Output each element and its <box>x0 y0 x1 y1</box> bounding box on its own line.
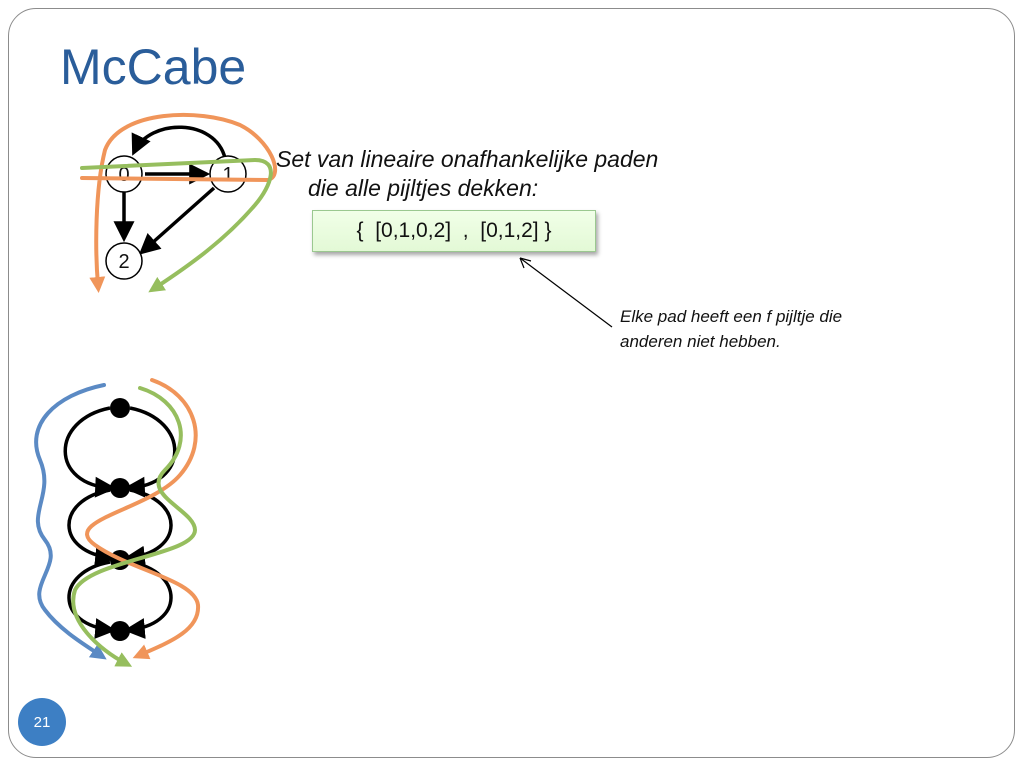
node-1-label: 1 <box>222 164 233 186</box>
slide-frame <box>8 8 1015 758</box>
callout-arrow <box>519 257 613 328</box>
node-0: 0 <box>105 155 143 193</box>
loop-edge-left-2 <box>67 488 117 567</box>
path-overlay-green-2 <box>71 386 198 667</box>
control-flow-graph-1: 0 1 2 <box>105 125 247 280</box>
node-2-label: 2 <box>118 251 129 273</box>
page-number-badge: 21 <box>18 698 66 746</box>
callout-arrowhead <box>519 257 532 269</box>
path-overlay-blue-2 <box>34 383 107 660</box>
control-flow-graph-2 <box>63 398 177 641</box>
loop-edge-right-2 <box>123 488 173 567</box>
loop-edge-right-1 <box>123 406 177 498</box>
annotation-note: Elke pad heeft een f pijltje die anderen… <box>620 304 950 354</box>
node-1: 1 <box>209 155 247 193</box>
loop-edge-right-3 <box>123 560 173 639</box>
node-2: 2 <box>105 242 143 280</box>
path-set-box: { [0,1,0,2] , [0,1,2] } <box>312 210 596 252</box>
edge-1-to-0 <box>131 125 227 159</box>
graph2-node-d <box>110 621 130 641</box>
slide-title: McCabe <box>60 39 247 95</box>
description-line-2: die alle pijltjes dekken: <box>308 175 539 201</box>
path-overlay-orange-1 <box>80 112 278 293</box>
note-line-2: anderen niet hebben. <box>620 332 781 351</box>
node-0-label: 0 <box>118 164 129 186</box>
description-text: Set van lineaire onafhankelijke paden di… <box>276 145 796 203</box>
graph2-node-b <box>110 478 130 498</box>
path-overlay-orange-2 <box>85 378 201 660</box>
note-line-1: Elke pad heeft een f pijltje die <box>620 307 843 326</box>
path-overlay-green-1 <box>80 157 273 293</box>
loop-edge-left-3 <box>67 560 117 639</box>
graph2-node-a <box>110 398 130 418</box>
loop-edge-left-1 <box>63 406 117 498</box>
edge-1-to-2 <box>138 186 216 255</box>
description-line-1: Set van lineaire onafhankelijke paden <box>276 146 659 172</box>
